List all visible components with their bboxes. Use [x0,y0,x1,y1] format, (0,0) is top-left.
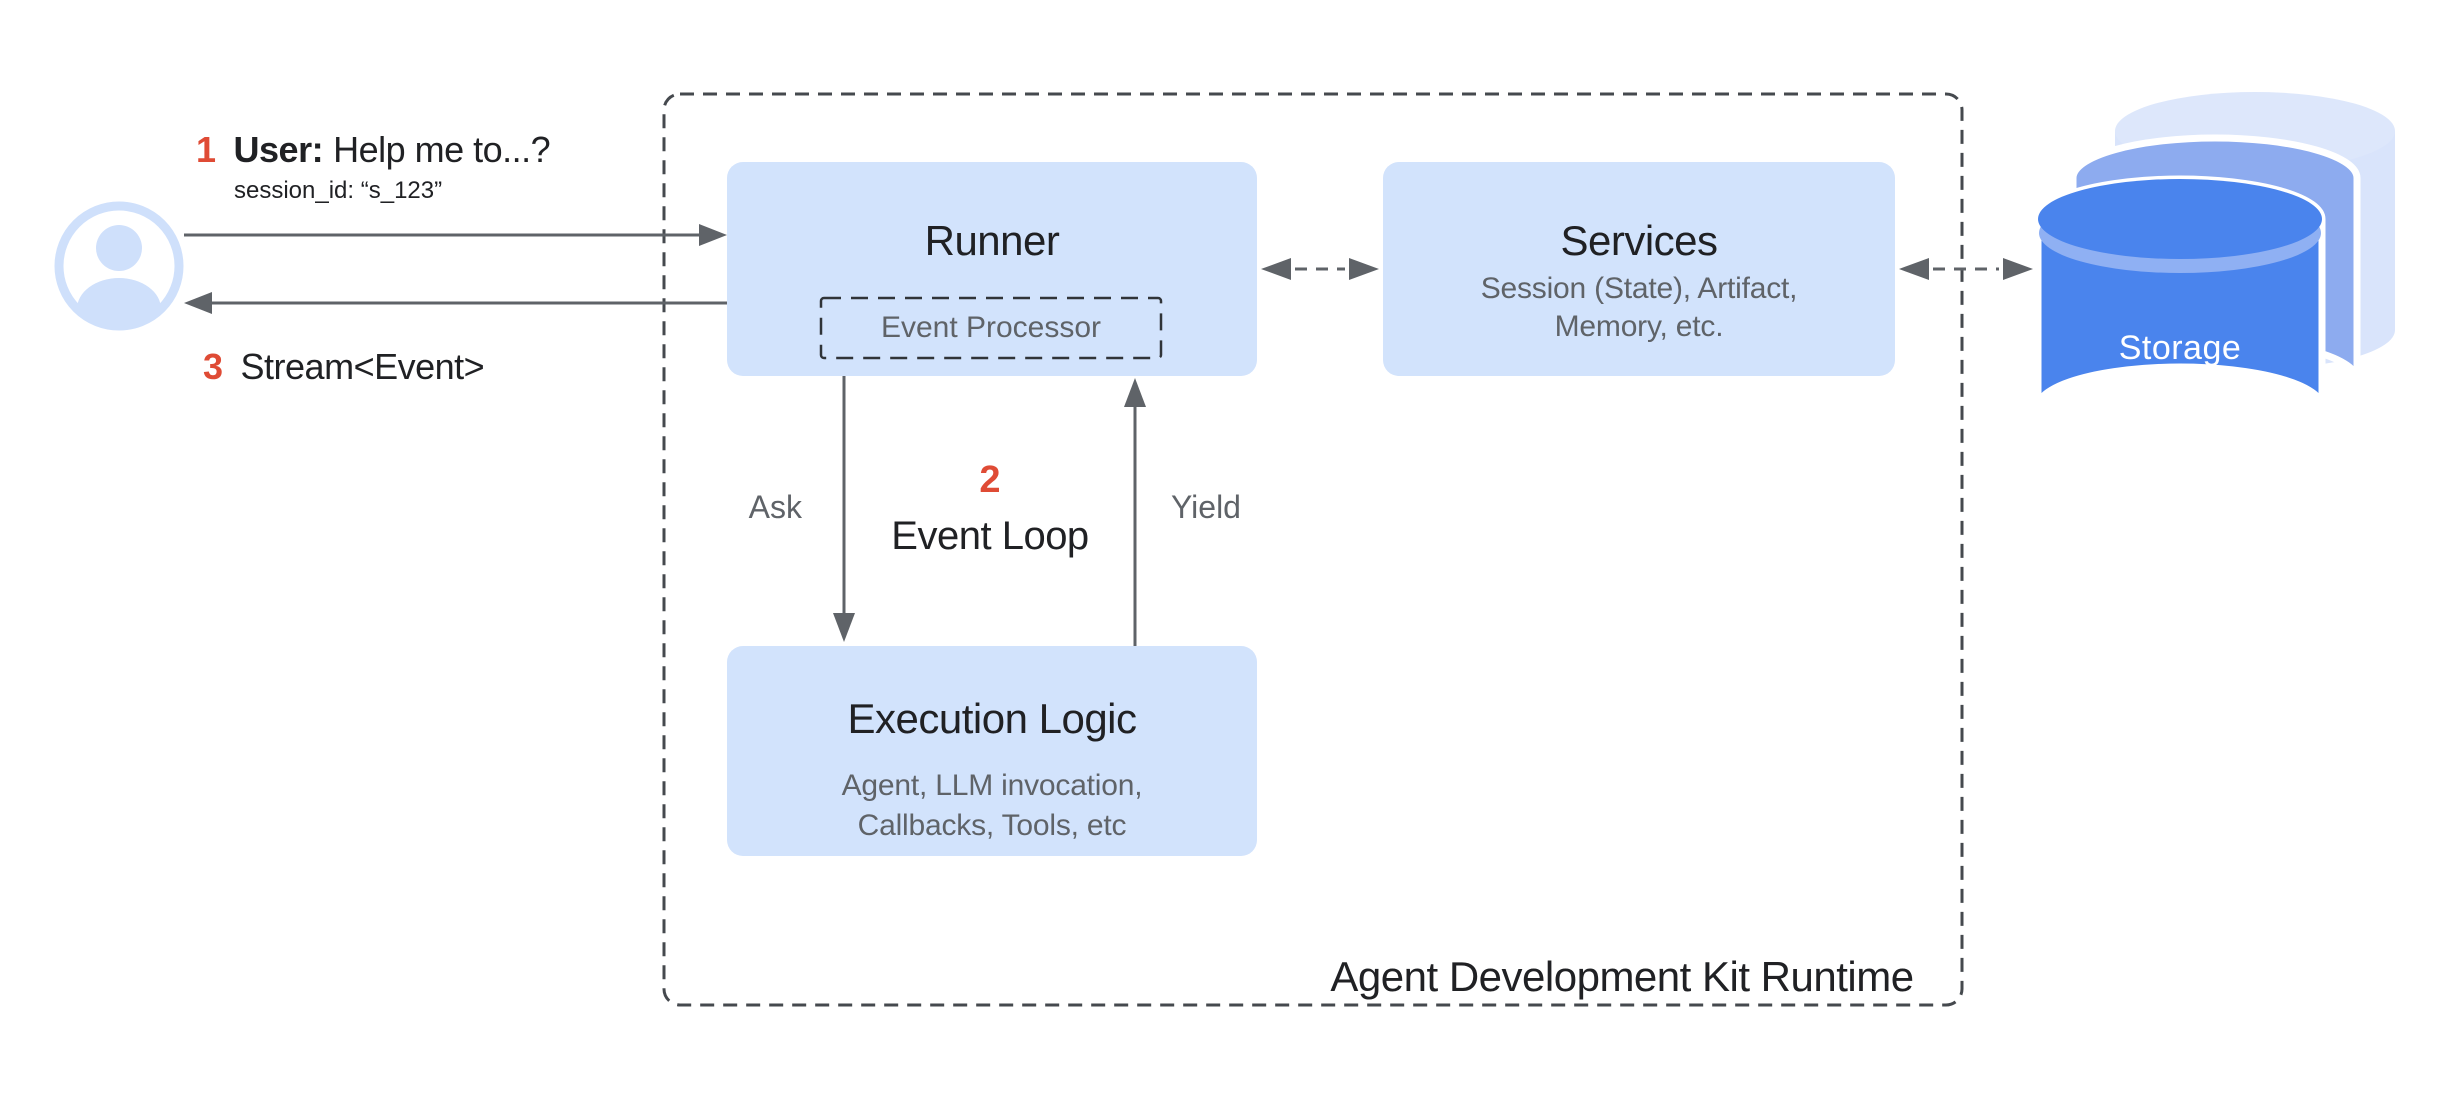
step3-label: 3 Stream<Event> [203,346,485,388]
execution-logic-subtitle: Agent, LLM invocation, Callbacks, Tools,… [727,766,1257,846]
execution-logic-title: Execution Logic [847,695,1137,742]
step1-label: 1 User:Help me to...? [196,129,551,171]
storage-cylinder-front [2034,175,2326,408]
services-subtitle: Session (State), Artifact, Memory, etc. [1383,270,1895,346]
ask-label: Ask [748,489,802,525]
runtime-container-label: Agent Development Kit Runtime [1330,953,1914,1000]
execution-logic-subtitle-line1: Agent, LLM invocation, [841,769,1143,802]
session-id-label: session_id: “s_123” [234,177,443,204]
arrow-yield-up [1124,378,1146,646]
runner-title: Runner [924,217,1060,264]
arrow-user-to-runner [184,224,727,246]
event-loop-label: Event Loop [891,514,1089,558]
yield-label: Yield [1171,489,1241,525]
arrow-runner-services-bidirectional [1261,258,1379,280]
step3-number: 3 [203,346,223,387]
storage-label: Storage [2118,329,2242,367]
services-subtitle-line2: Memory, etc. [1554,310,1724,343]
step1-number: 1 [196,129,216,170]
arrow-ask-down [833,376,855,642]
step2-number: 2 [979,459,1001,501]
services-subtitle-line1: Session (State), Artifact, [1480,272,1798,305]
services-title: Services [1560,217,1718,264]
execution-logic-subtitle-line2: Callbacks, Tools, etc [857,809,1127,842]
storage-database-icon [2034,92,2395,408]
arrow-services-storage-bidirectional [1899,258,2033,280]
arrow-runner-to-user [184,292,727,314]
event-processor-label: Event Processor [880,311,1102,344]
user-avatar-icon [54,201,184,331]
step3-text: Stream<Event> [240,346,485,387]
step1-text: User:Help me to...? [233,129,551,170]
